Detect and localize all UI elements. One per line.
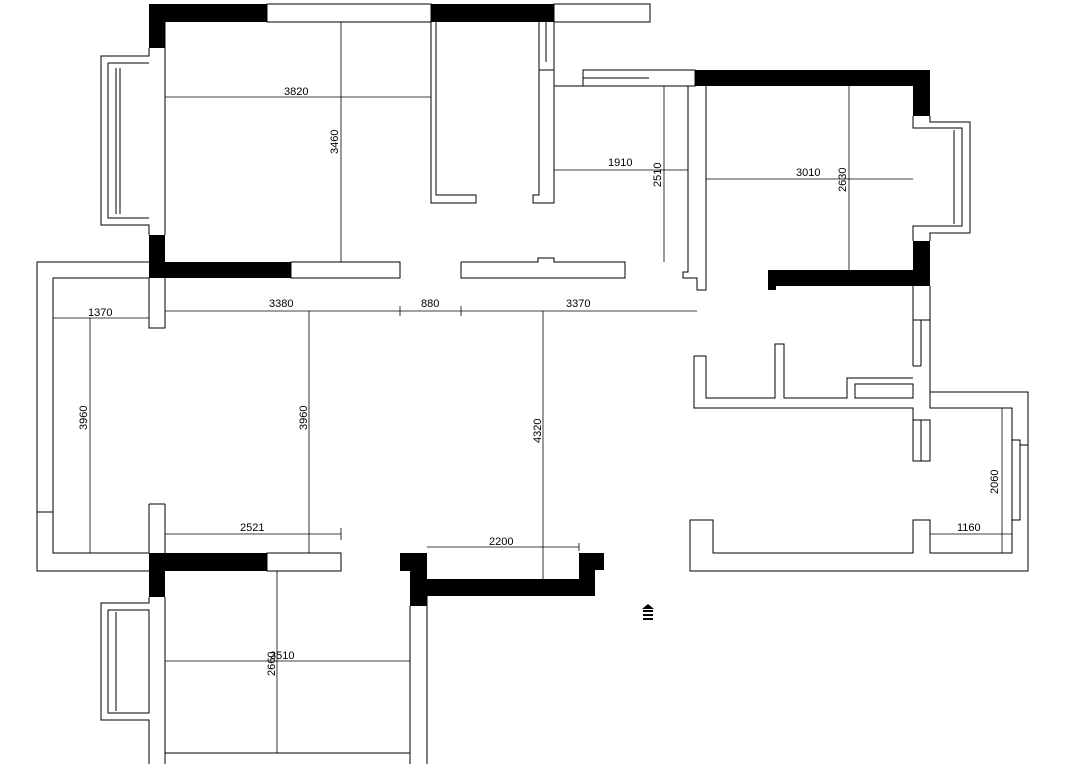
- dim-3960-middle: 3960: [298, 406, 310, 430]
- entrance-arrow-icon: [642, 604, 654, 620]
- dim-3510: 3510: [270, 650, 294, 662]
- dim-1910: 1910: [608, 157, 632, 169]
- dim-3010: 3010: [796, 167, 820, 179]
- dim-2630: 2630: [837, 168, 849, 192]
- dimension-labels: 3820 3460 1910 2510 3010 2630 1370 3380 …: [78, 86, 1001, 676]
- dim-3820: 3820: [284, 86, 308, 98]
- dim-3370: 3370: [566, 298, 590, 310]
- dim-2521: 2521: [240, 522, 264, 534]
- dim-880: 880: [421, 298, 439, 310]
- dim-1160: 1160: [957, 522, 981, 534]
- dim-2510: 2510: [652, 163, 664, 187]
- dim-2660: 2660: [266, 652, 278, 676]
- dim-1370: 1370: [88, 307, 112, 319]
- dim-3460: 3460: [329, 130, 341, 154]
- dim-3380: 3380: [269, 298, 293, 310]
- dim-2060: 2060: [989, 470, 1001, 494]
- dim-2200: 2200: [489, 536, 513, 548]
- dim-3960-left: 3960: [78, 406, 90, 430]
- dimension-lines: [53, 22, 1012, 753]
- wall-outlines: [36, 3, 1029, 764]
- structural-walls: [149, 4, 930, 606]
- dim-4320: 4320: [532, 419, 544, 443]
